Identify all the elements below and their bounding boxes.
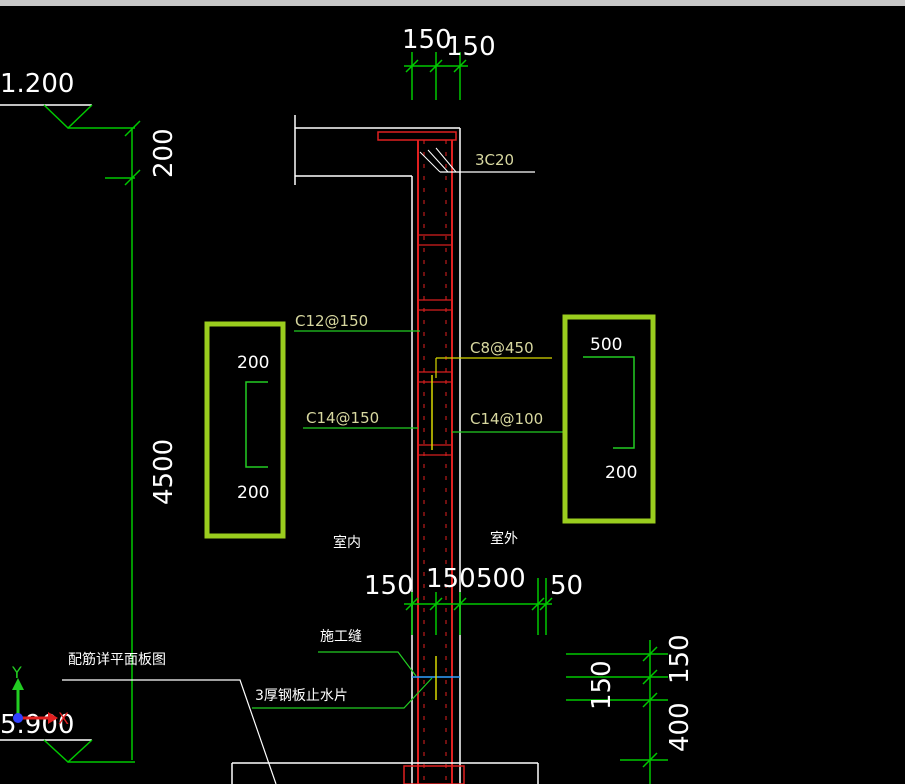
dim-150-top-left: 150	[402, 25, 452, 55]
bar-shape-right[interactable]: 500 200	[562, 314, 656, 524]
middle-dimension: 150 150 500 50	[364, 564, 583, 635]
ucs-x-label: X	[58, 709, 69, 728]
elevation-bottom-text: 5.900	[0, 710, 74, 740]
elevation-bottom: 5.900	[0, 710, 135, 764]
dim-150-right-a: 150	[587, 660, 617, 710]
label-c12: C12@150	[295, 312, 368, 330]
bar-shape-left[interactable]: 200 200	[204, 321, 286, 539]
slab-outline	[294, 115, 461, 784]
footing	[231, 762, 539, 784]
joint-details: 施工缝 3厚钢板止水片 配筋详平面板图	[62, 629, 460, 784]
dim-150-mid-b: 150	[426, 564, 476, 594]
bar-right-top-dim: 500	[590, 335, 622, 355]
label-plan-reference: 配筋详平面板图	[68, 651, 166, 668]
label-water-stop: 3厚钢板止水片	[255, 688, 348, 704]
label-c14-100: C14@100	[470, 410, 543, 428]
ucs-y-label: Y	[11, 663, 22, 682]
label-c8: C8@450	[470, 339, 534, 357]
dim-500-mid: 500	[476, 564, 526, 594]
left-dimension-chain: 200 4500	[105, 120, 179, 760]
wall-reinforcement	[377, 131, 535, 784]
elevation-top: 1.200	[0, 69, 135, 130]
dim-150-top-right: 150	[446, 32, 496, 62]
elevation-top-text: 1.200	[0, 69, 74, 99]
dim-50-mid: 50	[550, 571, 583, 601]
right-dimension-chain: 150 150 400	[566, 634, 695, 784]
label-indoor: 室内	[333, 534, 361, 551]
label-construction-joint: 施工缝	[320, 629, 362, 645]
label-outdoor: 室外	[490, 530, 518, 547]
bar-left-bottom-dim: 200	[237, 483, 269, 503]
dim-4500-vertical: 4500	[149, 439, 179, 505]
bar-right-bottom-dim: 200	[605, 463, 637, 483]
rebar-labels: 3C20 C12@150 C8@450 C14@150 C14@100	[294, 151, 563, 433]
dim-200-vertical: 200	[149, 128, 179, 178]
dim-150-mid-a: 150	[364, 571, 414, 601]
top-dimension: 150 150	[402, 25, 496, 100]
label-3c20: 3C20	[475, 151, 514, 169]
bar-left-top-dim: 200	[237, 353, 269, 373]
ucs-icon: Y X	[11, 663, 69, 728]
label-c14-150: C14@150	[306, 409, 379, 427]
window-top-border	[0, 0, 905, 6]
dim-150-right-b: 150	[665, 634, 695, 684]
dim-400-right: 400	[665, 702, 695, 752]
